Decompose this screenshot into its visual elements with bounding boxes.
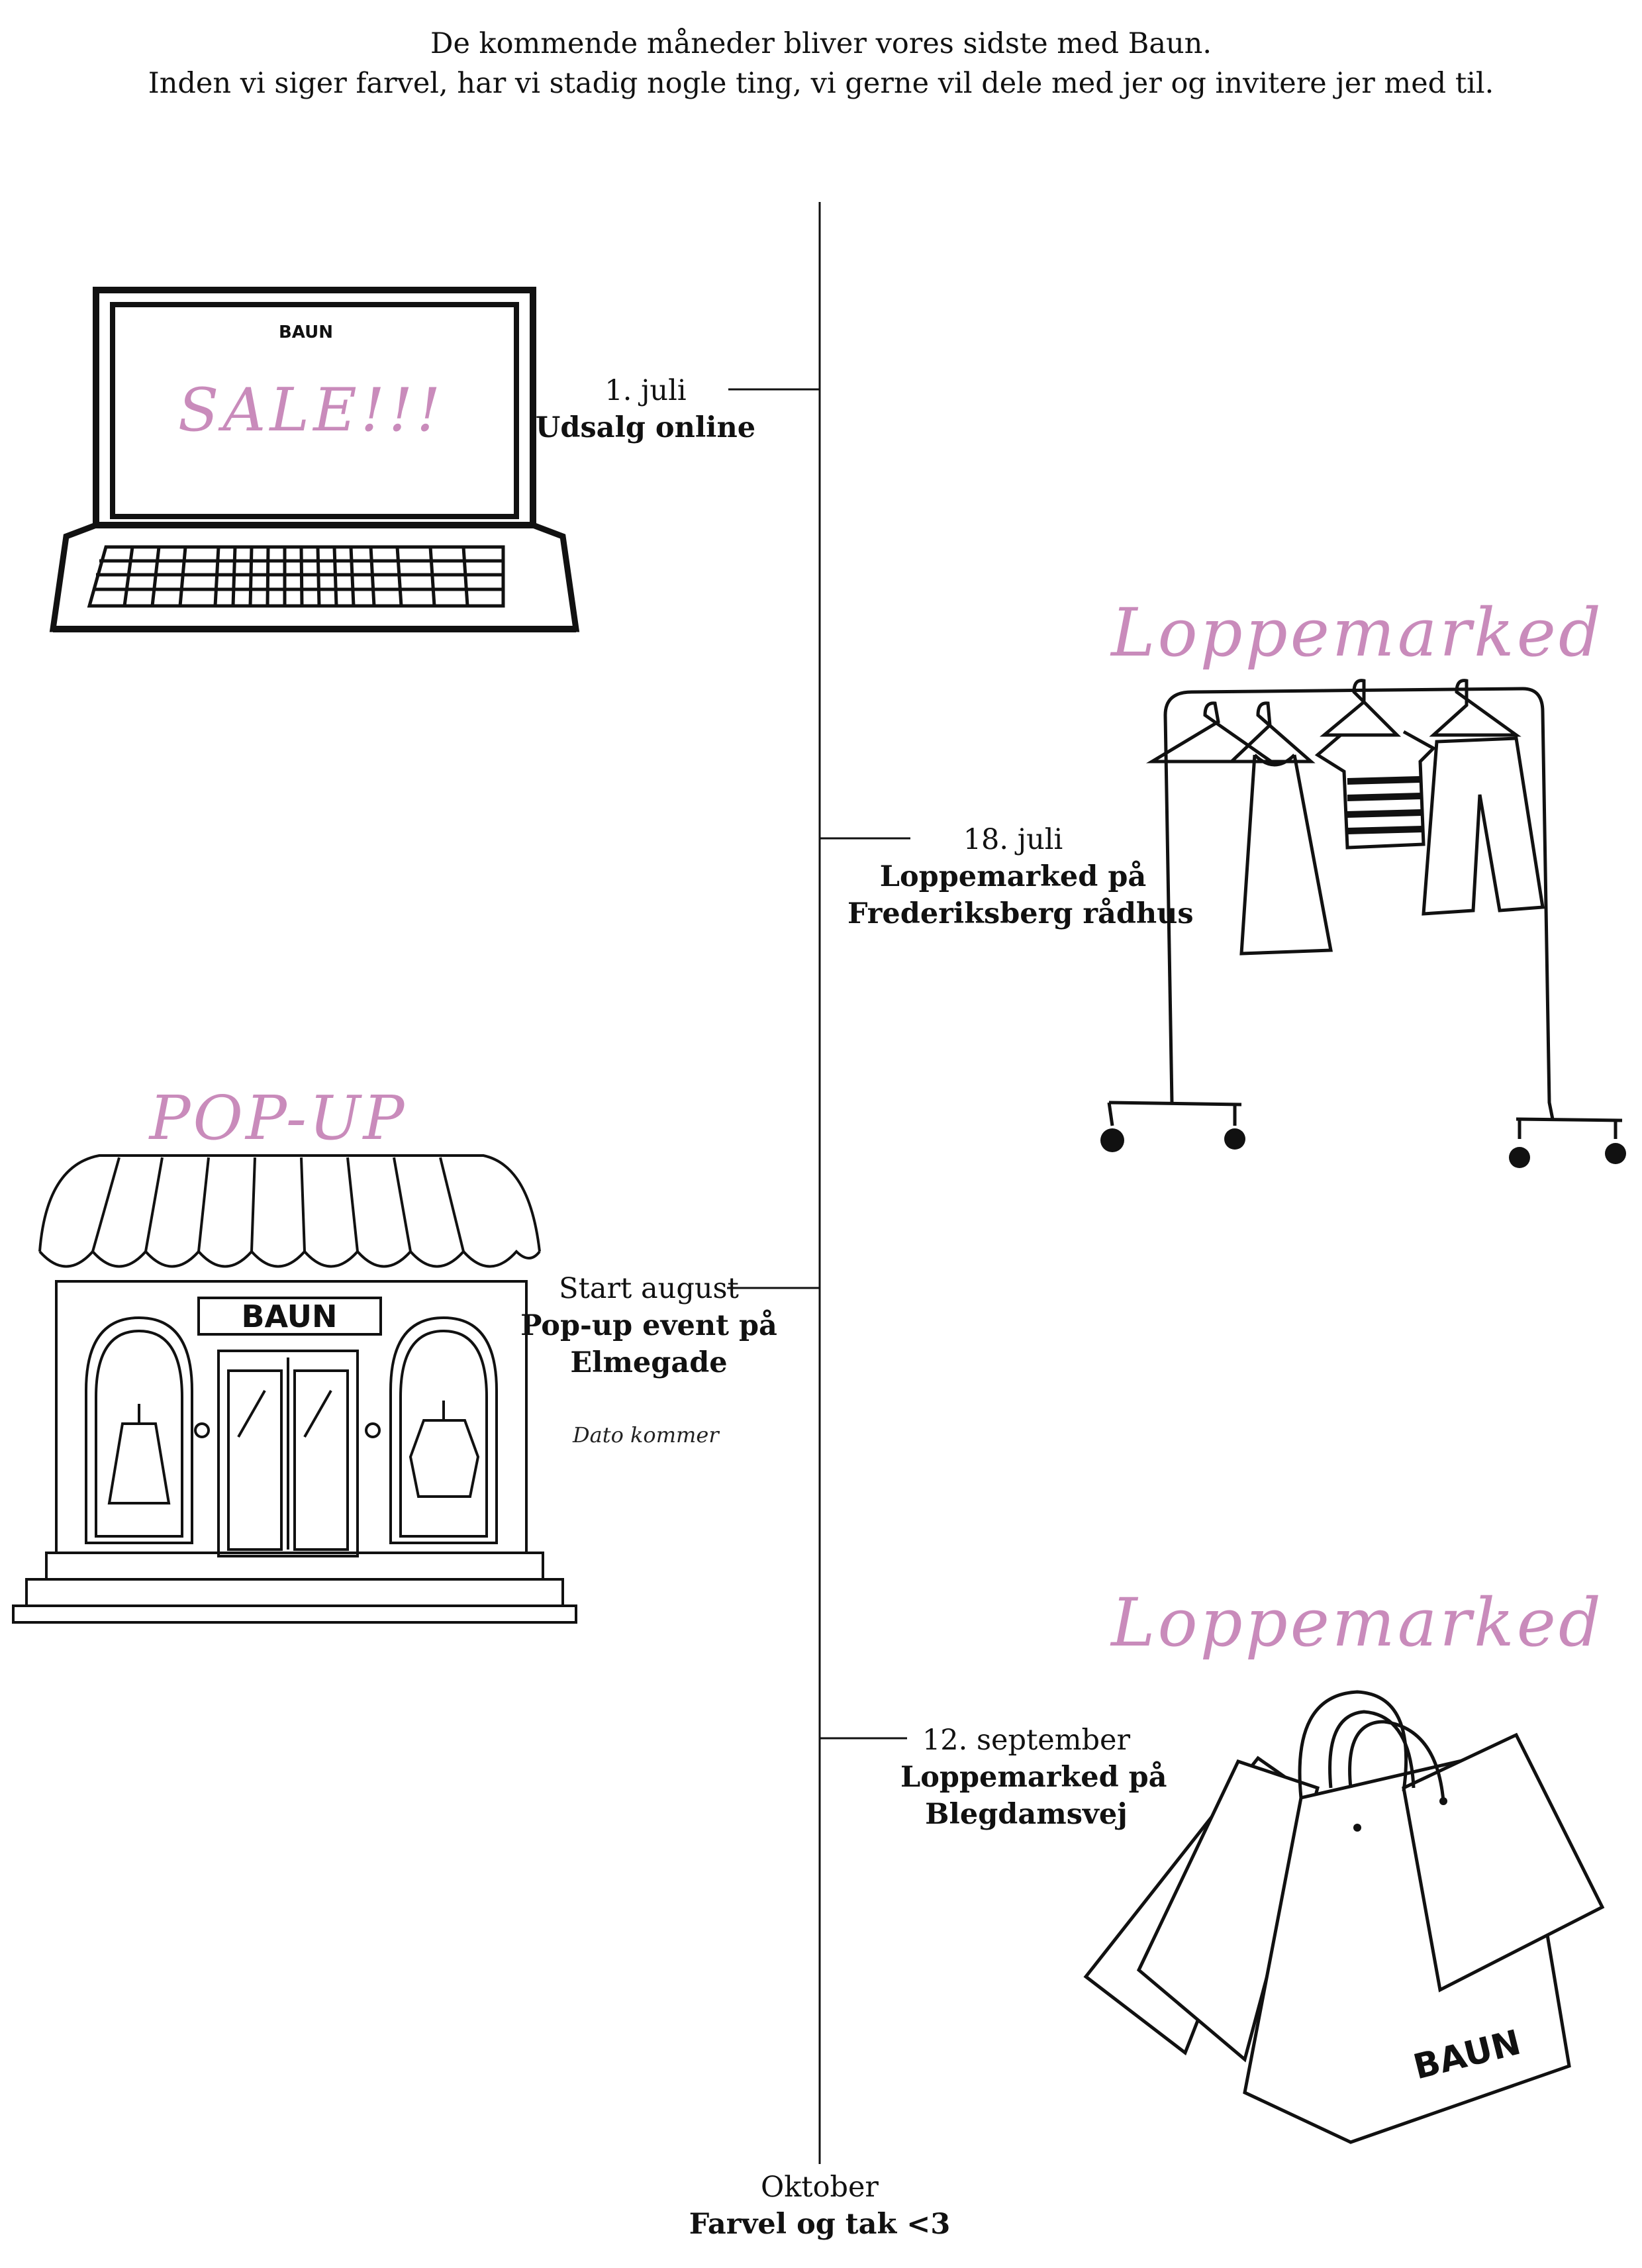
event-title-line-1: Pop-up event på xyxy=(520,1309,777,1342)
event-title-line-2: Elmegade xyxy=(570,1346,728,1379)
intro-line-1: De kommende måneder bliver vores sidste … xyxy=(430,27,1212,60)
shop-illustration xyxy=(12,1154,577,1624)
intro-line-2: Inden vi siger farvel, har vi stadig nog… xyxy=(148,67,1494,100)
event-date: 18. juli xyxy=(963,823,1063,856)
shop-heading: POP-UP xyxy=(148,1083,407,1154)
event-title-line-2: Frederiksberg rådhus xyxy=(847,897,1194,930)
event-title: Udsalg online xyxy=(535,411,756,444)
clothes-rack-illustration xyxy=(1107,679,1623,1139)
rack-wheels xyxy=(1100,1128,1626,1168)
event-note-dato-kommer: Dato kommer xyxy=(573,1422,719,1448)
event-date: Start august xyxy=(559,1272,739,1305)
event-loppemarked-blegdamsvej: 12. september Loppemarked på Blegdamsvej xyxy=(900,1722,1167,1833)
event-date: 12. september xyxy=(922,1724,1131,1757)
event-farvel: Oktober Farvel og tak <3 xyxy=(687,2169,952,2243)
shopping-bags-illustration xyxy=(1083,1690,1605,2144)
event-popup-elmegade: Start august Pop-up event på Elmegade xyxy=(516,1270,781,1381)
event-title-line-2: Blegdamsvej xyxy=(925,1798,1128,1831)
event-title: Farvel og tak <3 xyxy=(689,2208,951,2241)
event-date: Oktober xyxy=(760,2171,879,2204)
bag-rivets xyxy=(1353,1797,1447,1832)
intro-text: De kommende måneder bliver vores sidste … xyxy=(0,24,1642,103)
event-title-line-1: Loppemarked på xyxy=(900,1761,1167,1794)
event-udsalg-online: 1. juli Udsalg online xyxy=(530,372,761,446)
rack-heading: Loppemarked xyxy=(1110,594,1604,671)
shop-sign-text: BAUN xyxy=(241,1299,337,1334)
event-date: 1. juli xyxy=(604,374,687,407)
laptop-sale-text: SALE!!! xyxy=(178,375,445,445)
bags-heading: Loppemarked xyxy=(1110,1584,1604,1661)
laptop-brand: BAUN xyxy=(279,322,333,342)
event-loppemarked-frederiksberg: 18. juli Loppemarked på Frederiksberg rå… xyxy=(847,821,1194,932)
event-title-line-1: Loppemarked på xyxy=(879,860,1147,893)
laptop-illustration xyxy=(49,287,580,632)
